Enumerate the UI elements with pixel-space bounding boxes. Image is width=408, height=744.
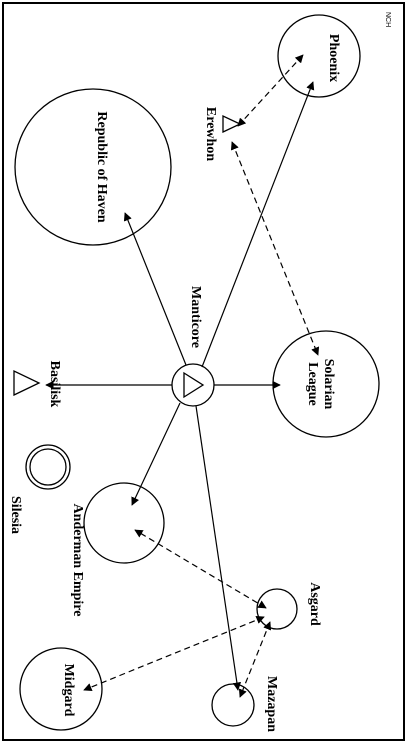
node-midgard <box>19 647 103 731</box>
node-anderman-empire <box>83 482 165 564</box>
signature-text: NCH <box>384 12 391 27</box>
node-silesia-inner <box>29 448 67 486</box>
node-republic-of-haven <box>14 88 172 246</box>
node-silesia-outer <box>25 444 71 490</box>
label-solarian: Solarian <box>321 359 336 410</box>
label-phoenix: Phoenix <box>326 34 341 82</box>
label-midgard: Midgard <box>61 664 76 717</box>
link-manticore-anderman <box>131 402 181 506</box>
node-solarian-league <box>272 330 380 438</box>
label-republic-of-haven: Republic of Haven <box>94 111 109 222</box>
node-manticore-triangle <box>183 371 205 399</box>
node-phoenix <box>277 14 361 98</box>
link-asgard-mazapan <box>238 621 272 698</box>
link-erewhon-phoenix <box>237 54 304 127</box>
label-league: League <box>305 362 320 406</box>
link-asgard-midgard <box>83 615 265 692</box>
label-asgard: Asgard <box>307 582 322 626</box>
node-asgard <box>256 588 298 630</box>
label-basilisk: Basilisk <box>47 361 62 408</box>
node-mazapan <box>211 683 255 727</box>
label-silesia: Silesia <box>8 496 23 534</box>
label-anderman-empire: Anderman Empire <box>70 504 85 617</box>
node-manticore <box>171 363 215 407</box>
label-mazapan: Mazapan <box>264 676 279 732</box>
node-basilisk-triangle <box>13 369 41 397</box>
link-manticore-haven <box>123 212 187 366</box>
node-erewhon-triangle <box>222 114 242 134</box>
label-manticore: Manticore <box>188 286 203 348</box>
label-erewhon: Erewhon <box>203 107 218 161</box>
link-asgard-anderman <box>134 529 267 609</box>
link-erewhon-solarian <box>230 141 320 356</box>
link-manticore-mazapan <box>195 405 242 691</box>
